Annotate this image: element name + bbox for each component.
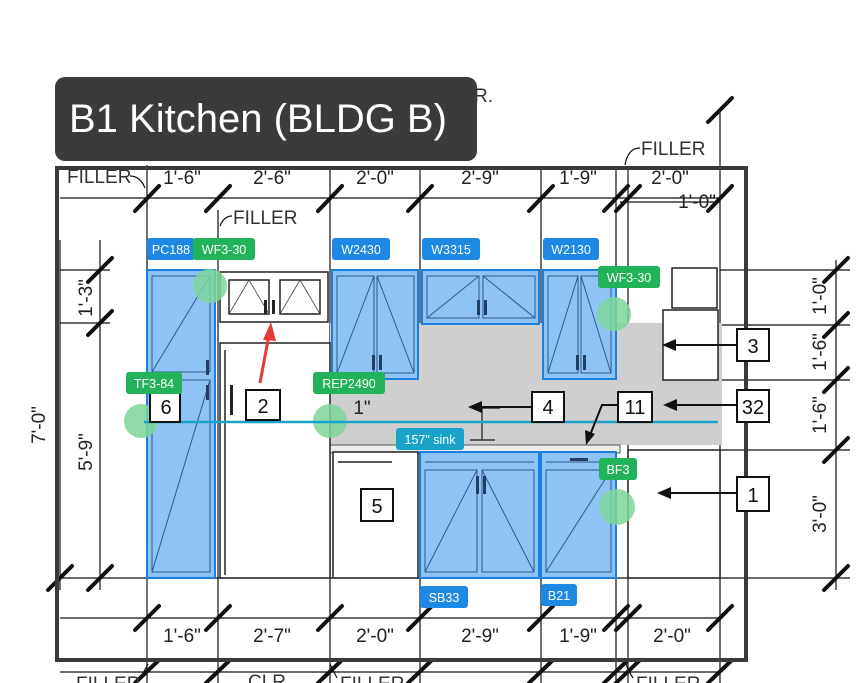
red-arrow [258,322,276,384]
dim-top-3: 2'-0" [356,168,394,189]
dim-top-4: 2'-9" [461,168,499,189]
dim-top-6: 2'-0" [651,168,689,189]
dimension-ticks [46,96,850,683]
key-box-11 [617,391,653,423]
key-box-4 [531,391,565,423]
cabinet-pc188 [146,269,216,579]
title-tail: R. [474,86,493,107]
cabinet-w3315 [421,269,540,325]
dim-bottom-3: 2'-0" [356,626,394,647]
dim-inner: 1" [353,398,370,419]
tag-wf3-30-right-text: WF3-30 [607,271,652,285]
dim-left-2: 7'-0" [29,406,50,444]
marker-bf3 [599,489,635,525]
tag-rep2490-text: REP2490 [322,377,376,391]
key-4: 4 [542,397,553,419]
tag-tf3-84-text: TF3-84 [134,377,174,391]
marker-wf3-30-left [193,269,227,303]
tag-pc188-text: PC188 [152,243,190,257]
tag-sb33: SB33 [420,586,468,608]
tag-tf3-84: TF3-84 [126,372,182,394]
key-32: 32 [742,397,764,419]
marker-wf3-30-right [597,297,631,331]
filler-label-top-mid: FILLER [233,208,297,229]
key-6: 6 [160,397,171,419]
key-box-32 [736,389,770,423]
key-5: 5 [371,496,382,518]
key-box-5 [360,488,394,522]
tag-wf3-30-left-text: WF3-30 [202,243,247,257]
tag-w2130: W2130 [543,238,599,260]
tag-b21: B21 [541,584,577,606]
key-11: 11 [625,397,646,419]
dim-top-row2: 1'-0" [678,192,716,213]
tag-bf3-text: BF3 [607,463,630,477]
tag-pc188: PC188 [147,238,195,260]
cabinet-sb33 [419,451,540,579]
filler-label-bottom-right: FILLER [636,674,700,683]
dim-right-1: 1'-0" [810,277,831,315]
dim-top-5: 1'-9" [559,168,597,189]
filler-label-top-left: FILLER [67,167,131,188]
clr-label: CLR [248,672,286,683]
tag-sb33-text: SB33 [429,591,460,605]
dim-left-3: 5'-9" [76,433,97,471]
dim-left-1: 1'-3" [76,279,97,317]
tag-w2130-text: W2130 [551,243,591,257]
range-hood-top [671,267,718,309]
tag-w3315-text: W3315 [431,243,471,257]
key-2: 2 [257,396,268,418]
dim-right-2: 1'-6" [810,333,831,371]
tag-b21-text: B21 [548,589,570,603]
tag-measure: 157" sink [396,428,464,450]
dim-bottom-5: 1'-9" [559,626,597,647]
tag-rep2490: REP2490 [313,372,385,394]
key-1: 1 [747,485,758,507]
tag-w2430: W2430 [332,238,390,260]
tag-wf3-30-right: WF3-30 [598,266,660,288]
page-title: B1 Kitchen (BLDG B) [55,77,477,161]
key-3: 3 [747,336,758,358]
dim-bottom-1: 1'-6" [163,626,201,647]
tag-measure-text: 157" sink [405,433,457,447]
dim-right-4: 3'-0" [810,495,831,533]
dim-top-1: 1'-6" [163,168,201,189]
filler-label-bottom-mid: FILLER [340,674,404,683]
tag-w2430-text: W2430 [341,243,381,257]
range [627,449,721,579]
tag-wf3-30-left: WF3-30 [193,238,255,260]
dim-top-2: 2'-6" [253,168,291,189]
key-box-2 [245,389,281,421]
dim-right-3: 1'-6" [810,396,831,434]
refrigerator [219,342,331,579]
tag-w3315: W3315 [422,238,480,260]
filler-label-top-right: FILLER [641,139,705,160]
dim-bottom-2: 2'-7" [253,626,291,647]
dim-bottom-4: 2'-9" [461,626,499,647]
key-box-3 [736,328,770,362]
tag-bf3: BF3 [599,458,637,480]
filler-label-bottom-left: FILLER [76,674,140,683]
key-box-1 [736,476,770,512]
dim-bottom-6: 2'-0" [653,626,691,647]
